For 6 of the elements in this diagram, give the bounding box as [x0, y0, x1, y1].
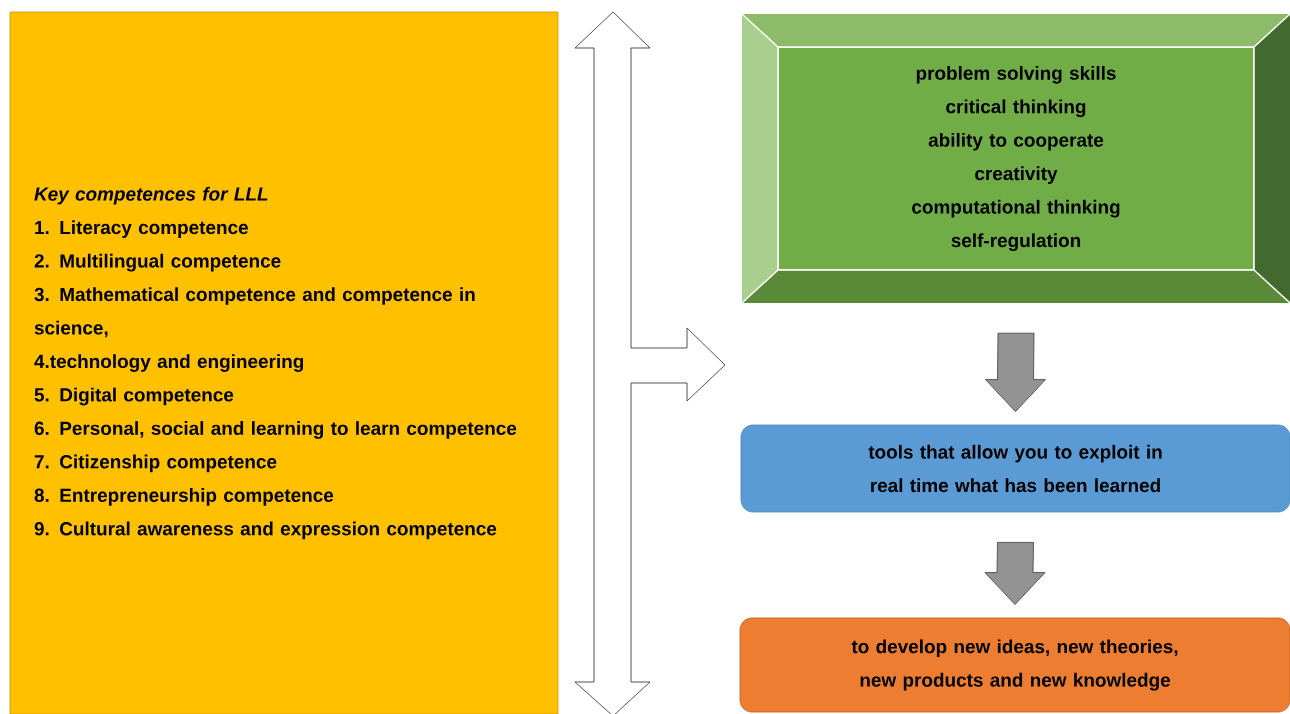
beveled-box: problem solving skills critical thinking ability to cooperate creativity computational thinking self-regulation	[741, 13, 1290, 304]
block-arrow	[985, 332, 1046, 413]
rounded-box: tools that allow you to exploit in real time what has been learned	[740, 424, 1290, 513]
rounded-box: to develop new ideas, new theories, new products and new knowledge	[739, 617, 1290, 713]
competence-list-box: Key competences for LLL 1. Literacy competence 2. Multilingual competence 3. Mathematical competence and competence in science, 4.technology and engineering 5. Digital competence 6. Personal, social and learning to learn competence 7. Citizenship competence 8. Entrepreneurship competence 9. Cultural awareness and expression competence	[9, 11, 559, 714]
block-arrow	[984, 541, 1046, 606]
